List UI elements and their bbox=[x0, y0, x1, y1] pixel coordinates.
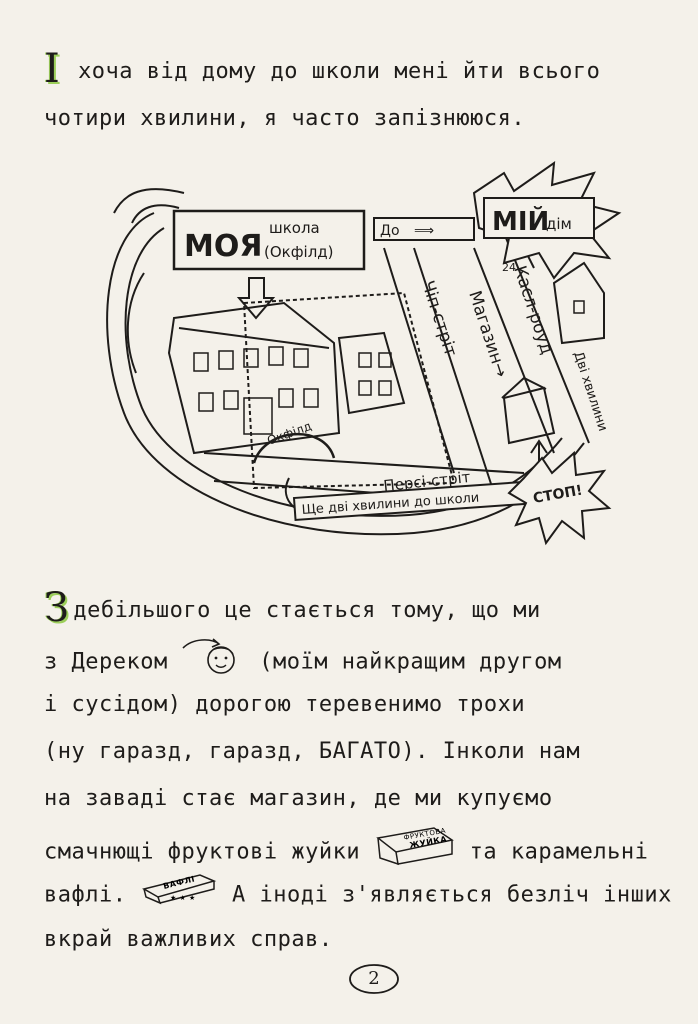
school-label-small-2: (Окфілд) bbox=[264, 243, 334, 261]
text-line: (моїм найкращим другом bbox=[259, 649, 562, 675]
paragraph-intro-line-1: І хоча від дому до школи мені йти всього bbox=[44, 48, 664, 95]
page-number: 2 bbox=[368, 968, 380, 989]
text-line: А іноді з'являється безліч інших bbox=[231, 882, 672, 908]
text-line: та карамельні bbox=[469, 839, 649, 865]
text-line: (ну гаразд, гаразд, БАГАТО). Інколи нам bbox=[44, 739, 581, 764]
paragraph-main-line-6: смачнющі фруктові жуйки ФРУКТОВА ЖУЙКА т… bbox=[44, 822, 664, 869]
arrow-glyph: ⟹ bbox=[414, 223, 434, 239]
house-number: 24 bbox=[502, 261, 516, 274]
text-line: хоча від дому до школи мені йти всього bbox=[78, 59, 601, 84]
text-line: вафлі. bbox=[44, 882, 127, 908]
drop-cap-letter: З bbox=[44, 585, 70, 631]
chip-street-label: Чіп-стріт bbox=[417, 278, 460, 359]
paragraph-intro-line-2: чотири хвилини, я часто запізнююся. bbox=[44, 95, 664, 142]
school-label-big: МОЯ bbox=[184, 229, 262, 264]
to-arrow-label: До bbox=[380, 223, 400, 239]
waffle-label: ВАФЛІ bbox=[163, 874, 197, 891]
two-minutes-label: Дві хвилини bbox=[570, 350, 610, 434]
fruit-gum-box-icon: ФРУКТОВА ЖУЙКА bbox=[374, 822, 456, 883]
text-line: на заваді стає магазин, де ми купуємо bbox=[44, 786, 553, 811]
paragraph-intro: І хоча від дому до школи мені йти всього… bbox=[44, 48, 664, 142]
text-line: з Дереком bbox=[44, 649, 168, 675]
text-line: і сусідом) дорогою теревенимо трохи bbox=[44, 692, 526, 717]
school-label-small-1: школа bbox=[269, 219, 320, 237]
paragraph-main-line-5: на заваді стає магазин, де ми купуємо bbox=[44, 775, 664, 822]
derek-face-icon bbox=[181, 634, 245, 691]
text-line: чотири хвилини, я часто запізнююся. bbox=[44, 106, 526, 131]
route-map-illustration: МОЯ школа (Окфілд) До ⟹ МІЙ дім Чіп-стрі… bbox=[106, 160, 622, 546]
shop-label: Магазин→ bbox=[464, 288, 511, 380]
paragraph-main-line-2: з Дереком (моїм найкращим другом bbox=[44, 634, 664, 681]
castle-road-label: Касл-роуд bbox=[509, 263, 556, 357]
waffles-box-icon: ВАФЛІ ★ ★ ★ bbox=[140, 869, 218, 922]
paragraph-main-line-4: (ну гаразд, гаразд, БАГАТО). Інколи нам bbox=[44, 728, 664, 775]
page-number-badge: 2 bbox=[347, 962, 401, 996]
paragraph-main-line-7: вафлі. ВАФЛІ ★ ★ ★ А іноді з'являється б… bbox=[44, 869, 671, 916]
drop-cap-letter: І bbox=[44, 46, 61, 92]
paragraph-main-line-3: і сусідом) дорогою теревенимо трохи bbox=[44, 681, 664, 728]
text-line: вкрай важливих справ. bbox=[44, 927, 333, 952]
text-line: смачнющі фруктові жуйки bbox=[44, 839, 361, 865]
paragraph-main-line-8: вкрай важливих справ. bbox=[44, 916, 664, 963]
text-line: дебільшого це стається тому, що ми bbox=[73, 598, 541, 623]
star-decoration-icon: ★ ★ ★ bbox=[170, 894, 196, 902]
home-label-big: МІЙ bbox=[492, 205, 549, 237]
home-label-small: дім bbox=[546, 215, 572, 233]
